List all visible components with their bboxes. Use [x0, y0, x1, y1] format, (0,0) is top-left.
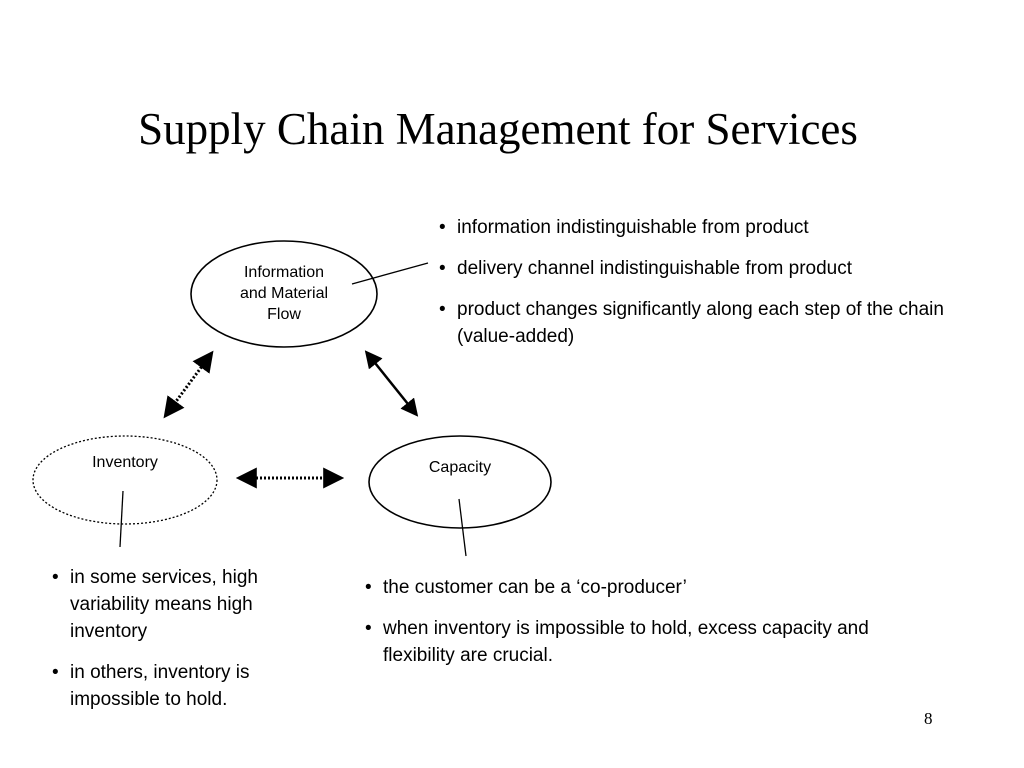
info-inventory-dotted-arrow: [163, 350, 214, 419]
info-capacity-solid-arrow: [364, 350, 419, 417]
capacity-bullet-list: the customer can be a ‘co-producer’ when…: [363, 574, 943, 683]
inventory-bullet: in others, inventory is impossible to ho…: [50, 659, 310, 713]
capacity-bullet: when inventory is impossible to hold, ex…: [363, 615, 943, 669]
inventory-bullet-list: in some services, high variability means…: [50, 564, 310, 727]
info-bullet: product changes significantly along each…: [437, 296, 957, 350]
capacity-callout-line: [458, 498, 467, 557]
info-flow-label-line-3: Flow: [267, 306, 301, 323]
info-flow-label-line-2: and Material: [239, 285, 329, 302]
capacity-bullet: the customer can be a ‘co-producer’: [363, 574, 943, 601]
info-flow-node-shape: [190, 240, 378, 348]
info-bullet: information indistinguishable from produ…: [437, 214, 957, 241]
capacity-node-shape: [368, 435, 552, 529]
info-callout-line: [351, 262, 429, 285]
page-number: 8: [924, 709, 933, 728]
inventory-callout-line: [119, 490, 124, 548]
info-flow-bullet-list: information indistinguishable from produ…: [437, 214, 957, 364]
slide-title: Supply Chain Management for Services: [138, 104, 858, 154]
capacity-node-label: Capacity: [428, 459, 492, 476]
info-bullet: delivery channel indistinguishable from …: [437, 255, 957, 282]
info-flow-node-label: Information and Material Flow: [214, 262, 354, 325]
inventory-node-label: Inventory: [92, 454, 158, 471]
inventory-node-shape: [32, 435, 218, 525]
info-flow-label-line-1: Information: [243, 264, 325, 281]
inventory-bullet: in some services, high variability means…: [50, 564, 310, 645]
